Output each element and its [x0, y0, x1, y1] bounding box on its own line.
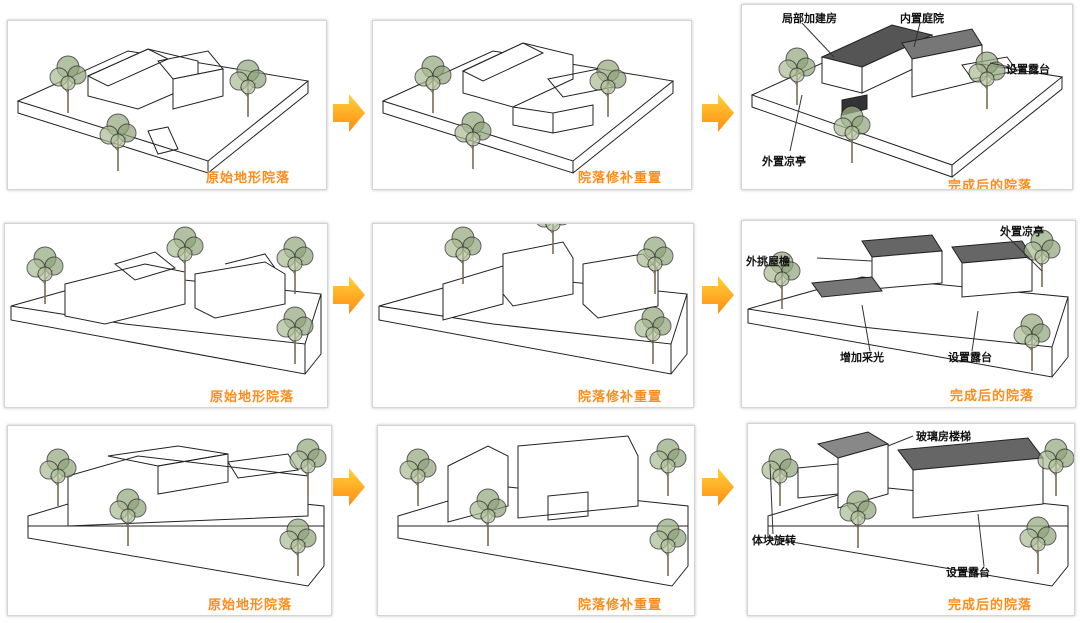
diagram-site-r1-repaired	[381, 42, 675, 174]
diagram-site-r3-original	[27, 438, 327, 587]
panel-r2-repaired: 院落修补重置	[372, 223, 694, 408]
panel-r1-original: 原始地形院落	[7, 20, 327, 190]
diagram-site-r1-finished	[750, 22, 1064, 178]
caption-r2-finished: 完成后的院落	[950, 389, 1035, 404]
anno-r1-terrace: 设置露台	[1006, 63, 1050, 76]
anno-r2-daylight: 增加采光	[840, 351, 884, 364]
caption-r1-original: 原始地形院落	[206, 171, 291, 186]
diagram-site-r3-finished	[761, 431, 1074, 587]
diagram-site-r2-finished	[747, 229, 1069, 378]
arrow-icon	[702, 276, 734, 314]
caption-r3-original: 原始地形院落	[208, 598, 293, 613]
panel-r3-repaired: 院落修补重置	[377, 425, 695, 616]
arrow-icon	[333, 94, 365, 132]
arrow-icon	[702, 468, 734, 506]
arrow-icon	[333, 276, 365, 314]
arrow-icon	[333, 468, 365, 506]
diagram-site-r1-original	[16, 48, 310, 174]
caption-r3-repaired: 院落修补重置	[578, 598, 663, 613]
arrow-icon	[702, 94, 734, 132]
anno-r2-eaves: 外挑屋檐	[746, 255, 790, 268]
anno-r3-glass-stair: 玻璃房楼梯	[916, 430, 971, 443]
caption-r2-repaired: 院落修补重置	[578, 390, 663, 405]
anno-r2-pavilion: 外置凉亭	[1000, 225, 1044, 238]
anno-r1-pavilion: 外置凉亭	[762, 155, 806, 168]
panel-r1-finished: 局部加建房 内置庭院 设置露台 外置凉亭 完成后的院落	[741, 4, 1073, 190]
panel-r3-finished: 玻璃房楼梯 体块旋转 设置露台 完成后的院落	[747, 423, 1075, 616]
diagram-site-r2-repaired	[378, 224, 688, 375]
anno-r3-terrace: 设置露台	[946, 566, 990, 579]
panel-r1-repaired: 院落修补重置	[372, 20, 692, 190]
panel-r3-original: 原始地形院落	[7, 425, 332, 616]
diagram-site-r2-original	[10, 226, 322, 375]
anno-r3-rotation: 体块旋转	[752, 534, 796, 547]
diagram-site-r3-repaired	[397, 435, 689, 587]
anno-r2-terrace: 设置露台	[948, 351, 992, 364]
panel-r2-original: 原始地形院落	[4, 223, 328, 408]
caption-r1-finished: 完成后的院落	[948, 179, 1033, 190]
caption-r3-finished: 完成后的院落	[948, 598, 1033, 613]
anno-r1-add-building: 局部加建房	[782, 12, 837, 25]
panel-r2-finished: 外置凉亭 外挑屋檐 增加采光 设置露台 完成后的院落	[741, 220, 1076, 408]
anno-r1-inner-courtyard: 内置庭院	[900, 12, 944, 25]
caption-r1-repaired: 院落修补重置	[578, 171, 663, 186]
caption-r2-original: 原始地形院落	[210, 390, 295, 405]
